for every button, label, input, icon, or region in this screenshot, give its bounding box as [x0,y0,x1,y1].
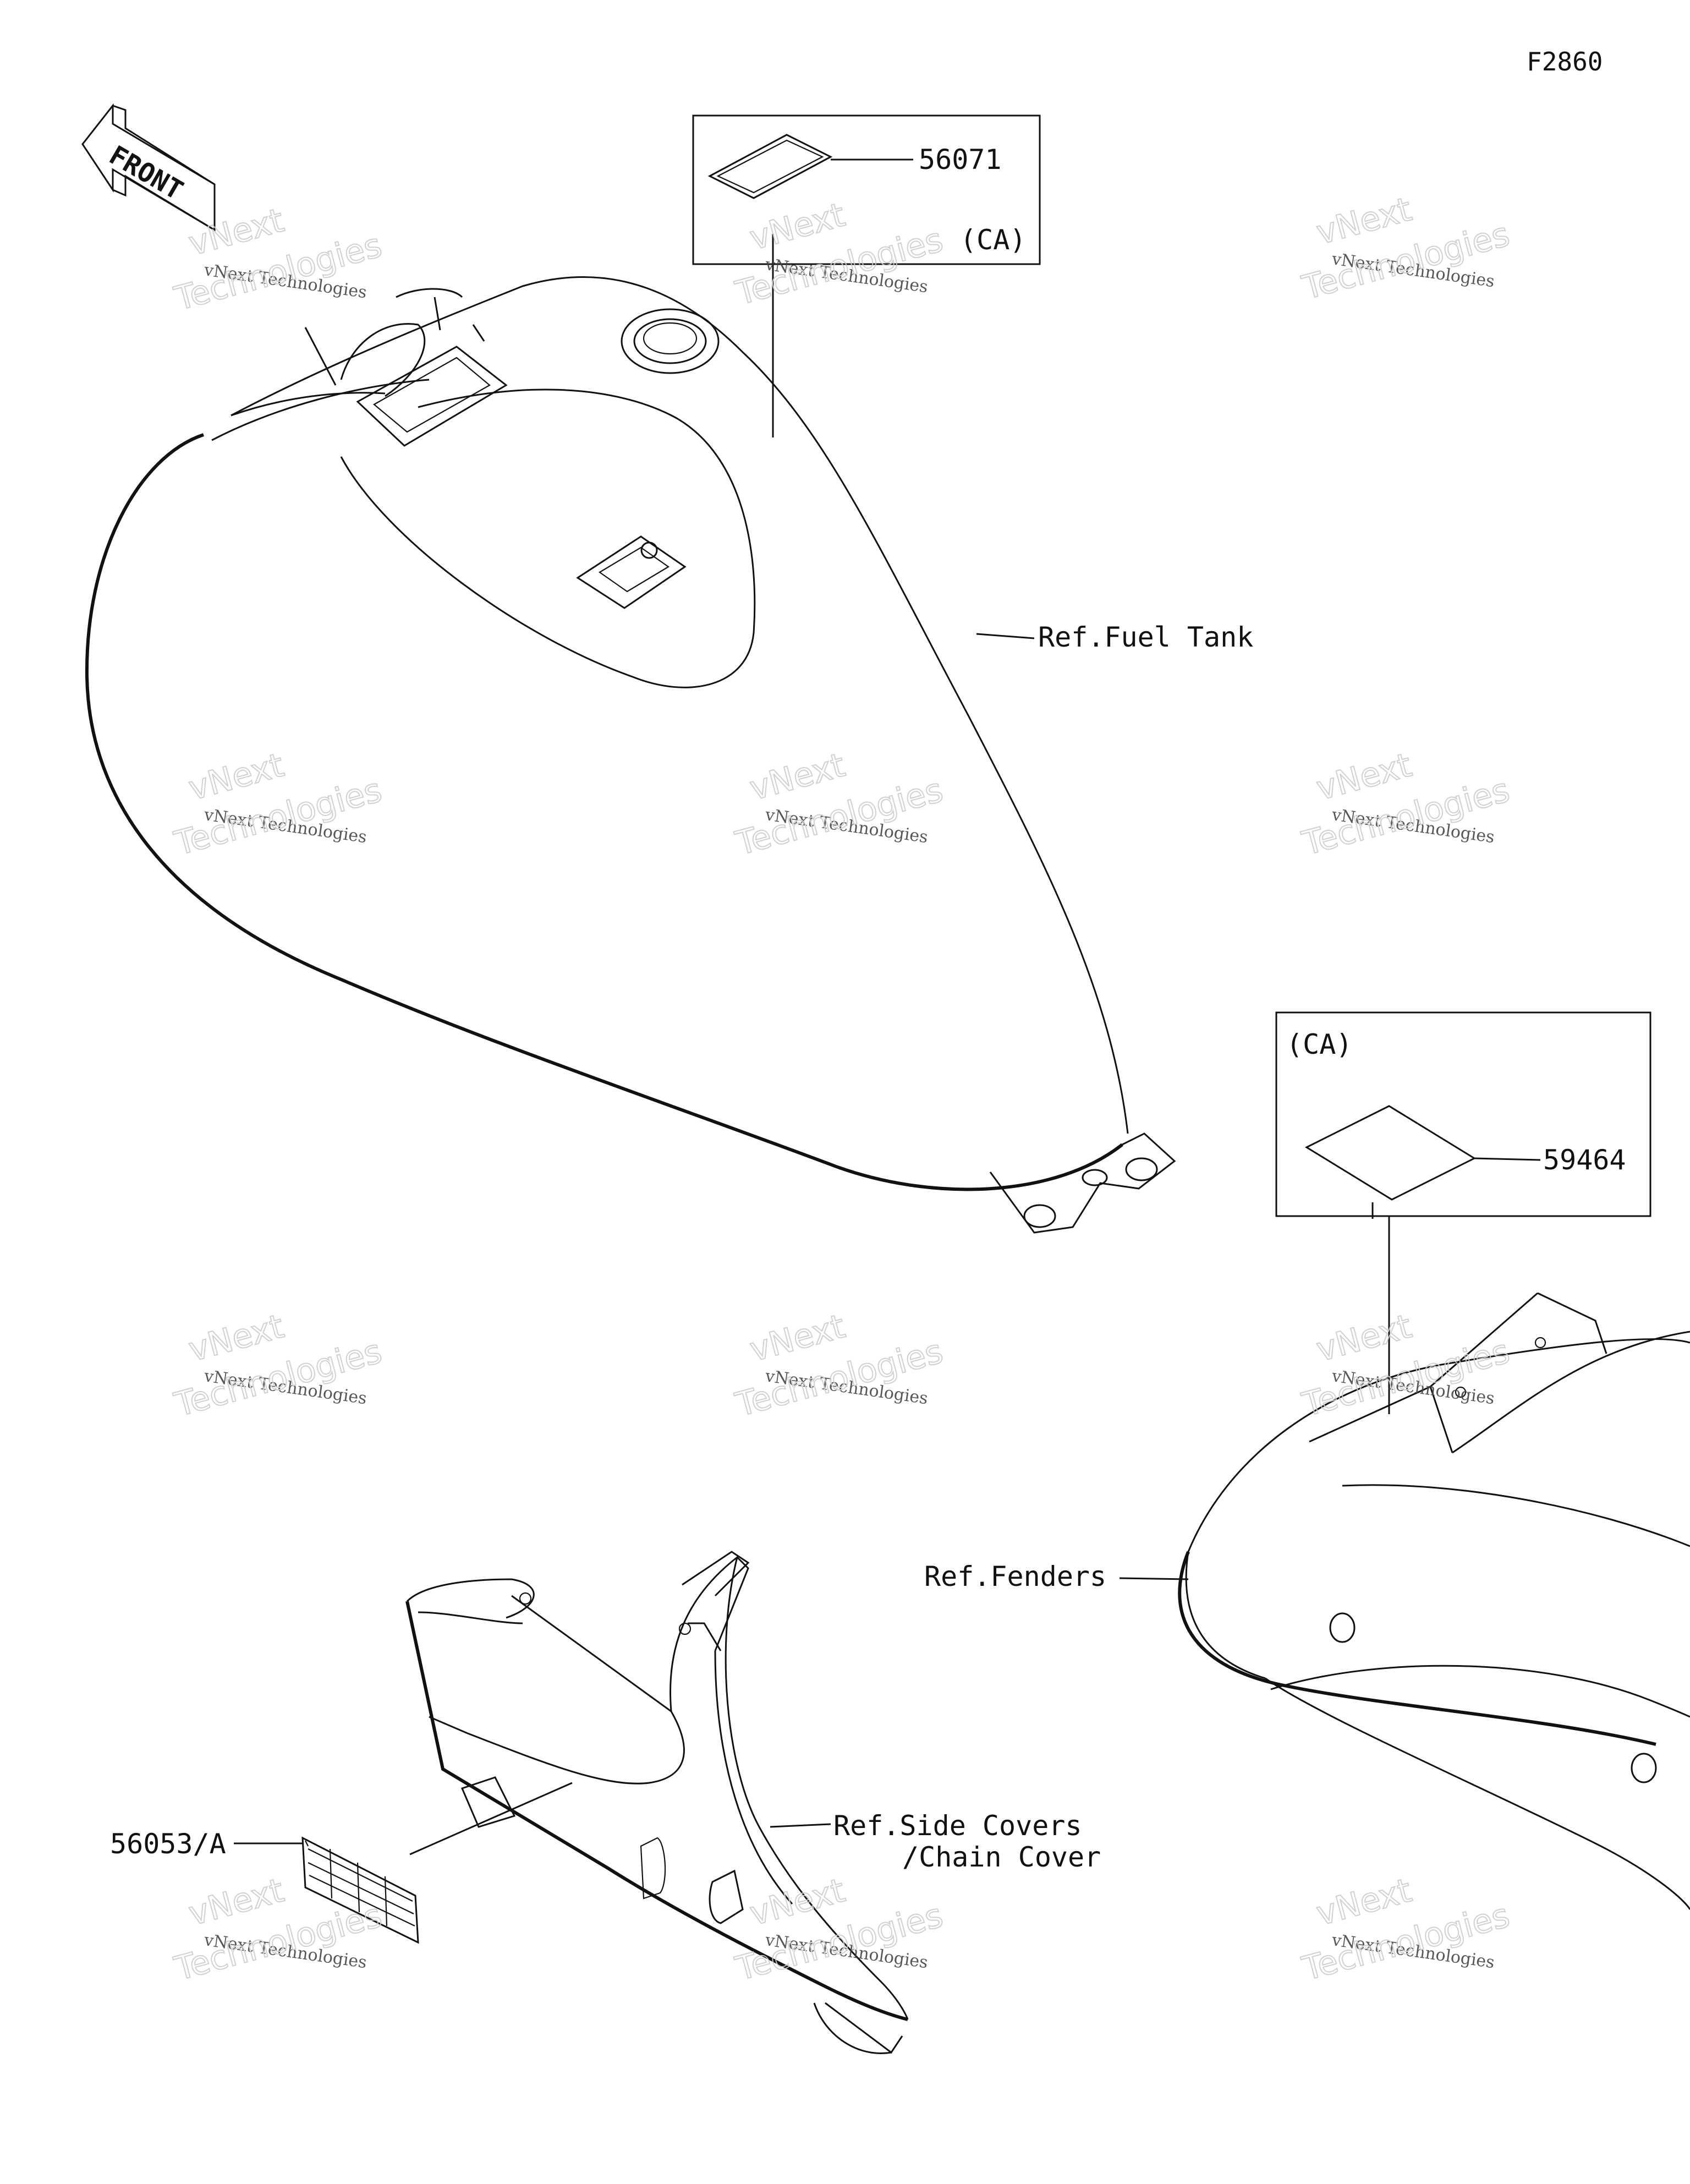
watermark: vNext vNext Technologies Technologies [731,195,947,313]
ref-side-covers: Ref.Side Covers [833,1810,1082,1842]
part-number-59464: 59464 [1543,1144,1626,1176]
side-cover-drawing [405,1551,909,2054]
front-arrow-icon: FRONT [81,103,216,232]
fuel-tank-drawing [85,276,1176,1234]
watermark: vNext vNext Technologies Technologies [731,1306,947,1425]
watermark: vNext vNext Technologies Technologies [170,1870,386,1989]
fender-drawing [1178,1292,1690,1910]
note-ca-56071: (CA) [960,224,1026,256]
front-arrow-label: FRONT [104,140,188,206]
part-number-56071: 56071 [919,144,1002,176]
watermark: vNext vNext Technologies Technologies [170,200,386,319]
note-ca-59464: (CA) [1286,1028,1352,1060]
watermark: vNext vNext Technologies Technologies [1298,1306,1514,1425]
ref-chain-cover: /Chain Cover [902,1841,1101,1873]
figure-id: F2860 [1527,47,1603,76]
watermark: vNext vNext Technologies Technologies [731,745,947,863]
decal-59464-callout: (CA) 59464 [1275,1011,1651,1414]
watermark: vNext vNext Technologies Technologies [170,745,386,863]
watermark: vNext vNext Technologies Technologies [1298,745,1514,863]
ref-fuel-tank: Ref.Fuel Tank [1038,621,1253,653]
watermark: vNext vNext Technologies Technologies [1298,189,1514,308]
part-number-56053A: 56053/A [110,1828,226,1860]
watermark: vNext vNext Technologies Technologies [170,1306,386,1425]
ref-fenders: Ref.Fenders [924,1561,1106,1592]
watermark-group: vNext vNext Technologies Technologies vN… [170,189,1514,1989]
watermark: vNext vNext Technologies Technologies [731,1870,947,1989]
watermark: vNext vNext Technologies Technologies [1298,1870,1514,1989]
label-56053A: 56053/A [110,1782,573,1944]
decal-56071-callout: 56071 (CA) [692,114,1041,437]
